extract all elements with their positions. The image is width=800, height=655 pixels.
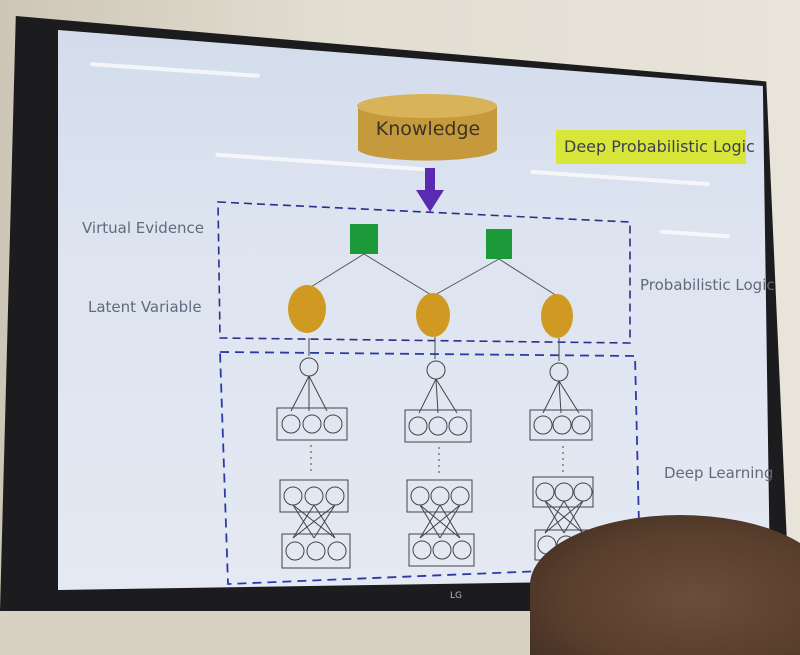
latent-variable-label: Latent Variable [88, 298, 202, 316]
monitor-logo: LG [450, 591, 462, 601]
neural-network-column [529, 338, 596, 561]
title-highlight: Deep Probabilistic Logic [556, 130, 755, 164]
down-arrow-icon [416, 168, 444, 212]
virtual-evidence-label: Virtual Evidence [82, 219, 205, 237]
factor-edges [305, 253, 558, 297]
neural-network-column [276, 338, 351, 569]
virtual-evidence-node [486, 229, 512, 259]
dpl-diagram [217, 94, 641, 585]
deep-learning-label: Deep Learning [664, 464, 774, 482]
probabilistic-logic-label: Probabilistic Logic [640, 276, 775, 294]
latent-variable-node [416, 293, 450, 337]
audience-head [530, 515, 800, 655]
latent-variable-node [288, 285, 326, 333]
probabilistic-logic-box [217, 201, 631, 344]
virtual-evidence-node [350, 224, 378, 254]
knowledge-cylinder [357, 94, 497, 161]
slide-title: Deep Probabilistic Logic [564, 137, 755, 156]
knowledge-label: Knowledge [375, 118, 481, 140]
neural-network-column [404, 337, 475, 567]
latent-variable-node [541, 294, 573, 338]
deep-learning-box [219, 351, 641, 585]
